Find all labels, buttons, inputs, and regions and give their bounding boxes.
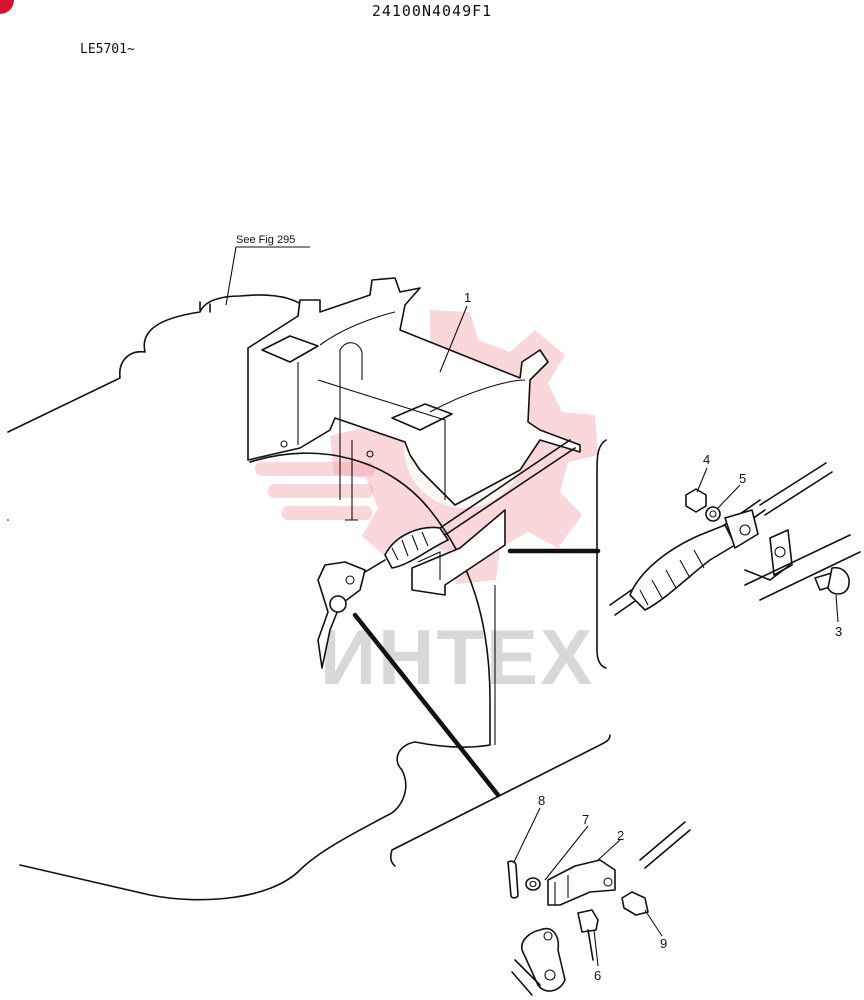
callout-3: 3 <box>835 624 842 639</box>
reference-leader <box>225 246 237 306</box>
callout-8: 8 <box>538 793 545 808</box>
bolt-part-9 <box>621 891 649 916</box>
bracket-part-1 <box>247 277 581 506</box>
cable-assembly <box>317 439 576 745</box>
callout-5: 5 <box>739 471 746 486</box>
cotter-pin-part-8 <box>507 860 519 899</box>
detail-a-bracket <box>596 439 607 669</box>
callout-9: 9 <box>660 936 667 951</box>
callout-leaders <box>439 305 839 967</box>
pin-part-6 <box>577 909 599 933</box>
detail-b-parts <box>507 821 691 996</box>
callout-4: 4 <box>703 452 710 467</box>
callout-7: 7 <box>582 812 589 827</box>
washer-part-5 <box>705 506 721 522</box>
bolt-part-3 <box>827 566 850 595</box>
see-fig-reference: See Fig 295 <box>236 234 295 246</box>
engine-outline <box>7 294 491 901</box>
serial-range: LE5701~ <box>80 42 135 57</box>
lever-plate <box>520 928 566 992</box>
callout-6: 6 <box>594 968 601 983</box>
callout-1: 1 <box>464 290 471 305</box>
part-number: 24100N4049F1 <box>371 2 493 20</box>
clevis-part-2 <box>547 859 616 906</box>
nut-part-4 <box>685 488 707 513</box>
washer-part-7 <box>525 877 541 891</box>
pointer-to-detail-b <box>352 612 501 798</box>
detail-a-parts <box>609 462 861 616</box>
callout-2: 2 <box>617 828 624 843</box>
detail-b-bracket <box>389 734 611 867</box>
